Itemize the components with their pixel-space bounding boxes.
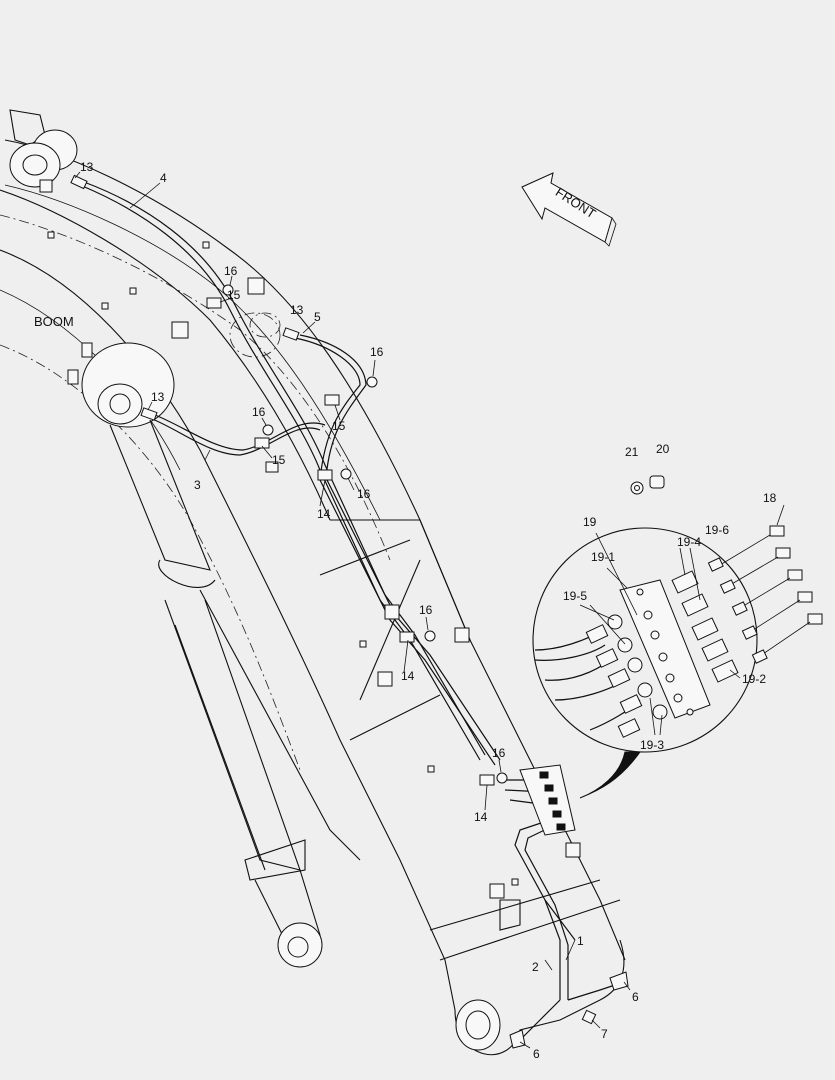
callout-16: 16 <box>419 603 433 617</box>
callout-19-6: 19-6 <box>705 523 729 537</box>
callout-19-2: 19-2 <box>742 672 766 686</box>
callout-16: 16 <box>492 746 506 760</box>
callout-7: 7 <box>601 1027 608 1041</box>
boom-outline <box>0 139 626 1056</box>
callout-2: 2 <box>532 960 539 974</box>
callout-1: 1 <box>577 934 584 948</box>
fittings <box>47 174 629 1049</box>
cylinder-boss <box>229 312 281 358</box>
boom-head-pin <box>9 109 78 193</box>
callout-20: 20 <box>656 442 670 456</box>
boom-label: BOOM <box>34 314 74 329</box>
callout-16: 16 <box>224 264 238 278</box>
callout-6: 6 <box>632 990 639 1004</box>
callout-15: 15 <box>332 419 346 433</box>
callout-14: 14 <box>401 669 415 683</box>
callout-19-5: 19-5 <box>563 589 587 603</box>
callout-19-1: 19-1 <box>591 550 615 564</box>
callout-21: 21 <box>625 445 639 459</box>
callout-19-3: 19-3 <box>640 738 664 752</box>
callout-5: 5 <box>314 310 321 324</box>
callout-13: 13 <box>290 303 304 317</box>
callout-19: 19 <box>583 515 597 529</box>
detail-view <box>532 527 758 799</box>
callout-14: 14 <box>317 507 331 521</box>
coupling-column <box>671 570 739 683</box>
boom-cylinder <box>81 342 361 968</box>
callout-16: 16 <box>357 487 371 501</box>
callout-15: 15 <box>227 288 241 302</box>
callout-13: 13 <box>80 160 94 174</box>
front-arrow <box>521 172 617 247</box>
loose-parts <box>630 475 823 664</box>
hoses <box>79 181 616 1041</box>
callout-18: 18 <box>763 491 777 505</box>
leaders <box>74 171 631 1049</box>
callout-6: 6 <box>533 1047 540 1061</box>
callout-4: 4 <box>160 171 167 185</box>
callout-19-4: 19-4 <box>677 535 701 549</box>
callout-13: 13 <box>151 390 165 404</box>
callout-14: 14 <box>474 810 488 824</box>
callout-3: 3 <box>194 478 201 492</box>
callout-15: 15 <box>272 453 286 467</box>
callout-16: 16 <box>370 345 384 359</box>
callout-16: 16 <box>252 405 266 419</box>
